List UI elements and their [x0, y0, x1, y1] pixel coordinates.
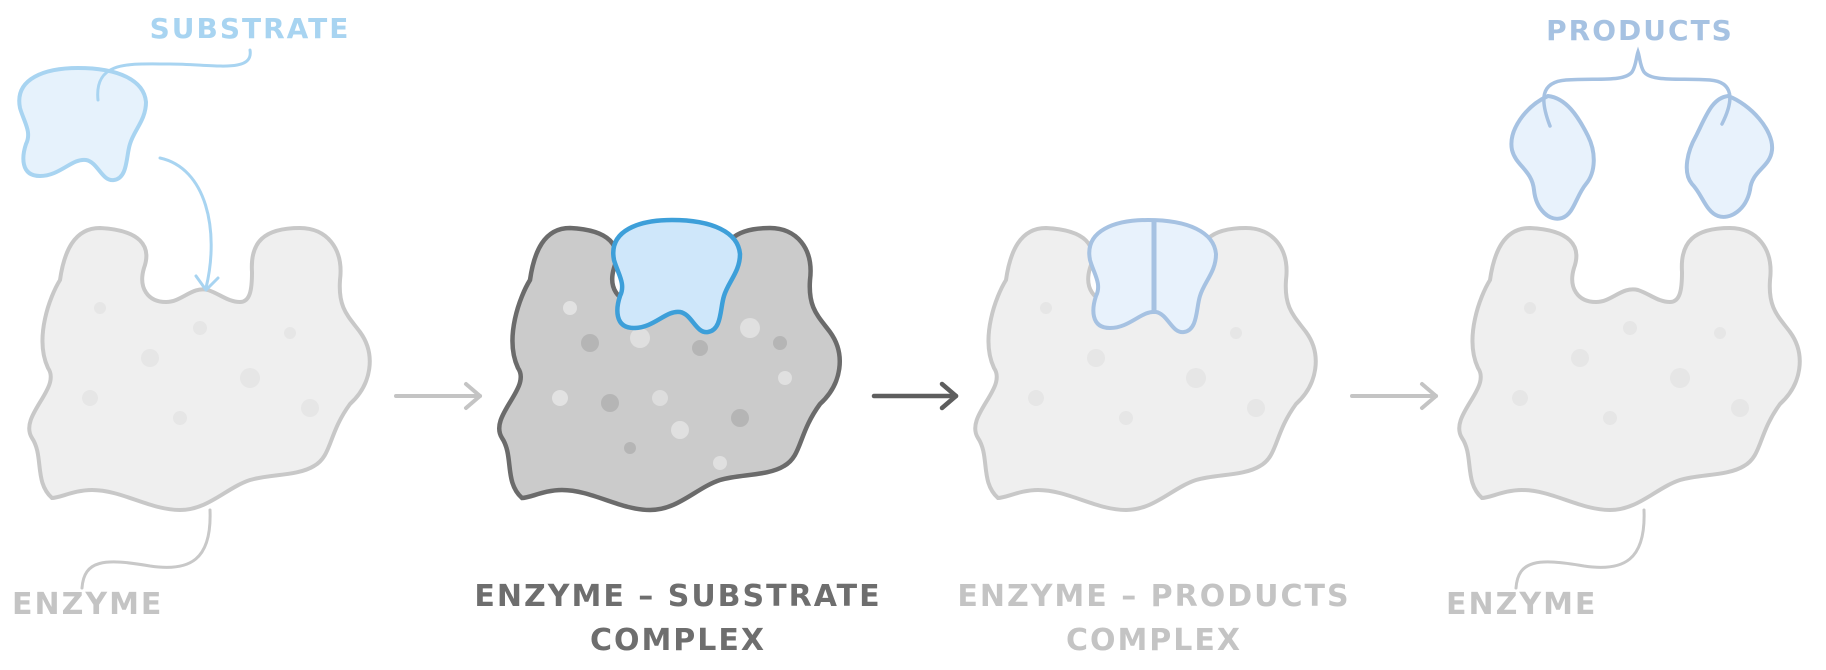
products-label: PRODUCTS: [1546, 14, 1734, 47]
arrow-1: [394, 382, 482, 410]
arrow-3: [1350, 382, 1438, 410]
substrate-label: SUBSTRATE: [150, 12, 351, 45]
enzyme-right-label: ENZYME: [1446, 587, 1597, 622]
products-brace: [1542, 46, 1732, 128]
enzyme-substrate-label-line2: COMPLEX: [590, 623, 766, 658]
enzyme-substrate-complex-shape: [499, 220, 840, 510]
substrate-pointer-line: [96, 48, 252, 102]
enzyme-substrate-label-line1: ENZYME – SUBSTRATE: [474, 579, 881, 614]
enzyme-products-label-line2: COMPLEX: [1066, 623, 1242, 658]
enzyme-left-label: ENZYME: [12, 587, 163, 622]
enzyme-products-label-line1: ENZYME – PRODUCTS: [957, 579, 1350, 614]
product-molecule-left: [1509, 93, 1596, 221]
enzyme-2-shape: [1457, 226, 1802, 512]
substrate-molecule: [17, 66, 148, 183]
substrate-binding-arrow: [158, 156, 220, 292]
enzyme-1-shape: [27, 226, 372, 512]
arrow-2: [871, 381, 959, 411]
enzyme-2-pointer-line: [1514, 508, 1646, 590]
product-molecule-right: [1684, 93, 1775, 219]
enzyme-products-complex-shape: [973, 218, 1318, 512]
enzyme-1-pointer-line: [80, 508, 212, 590]
